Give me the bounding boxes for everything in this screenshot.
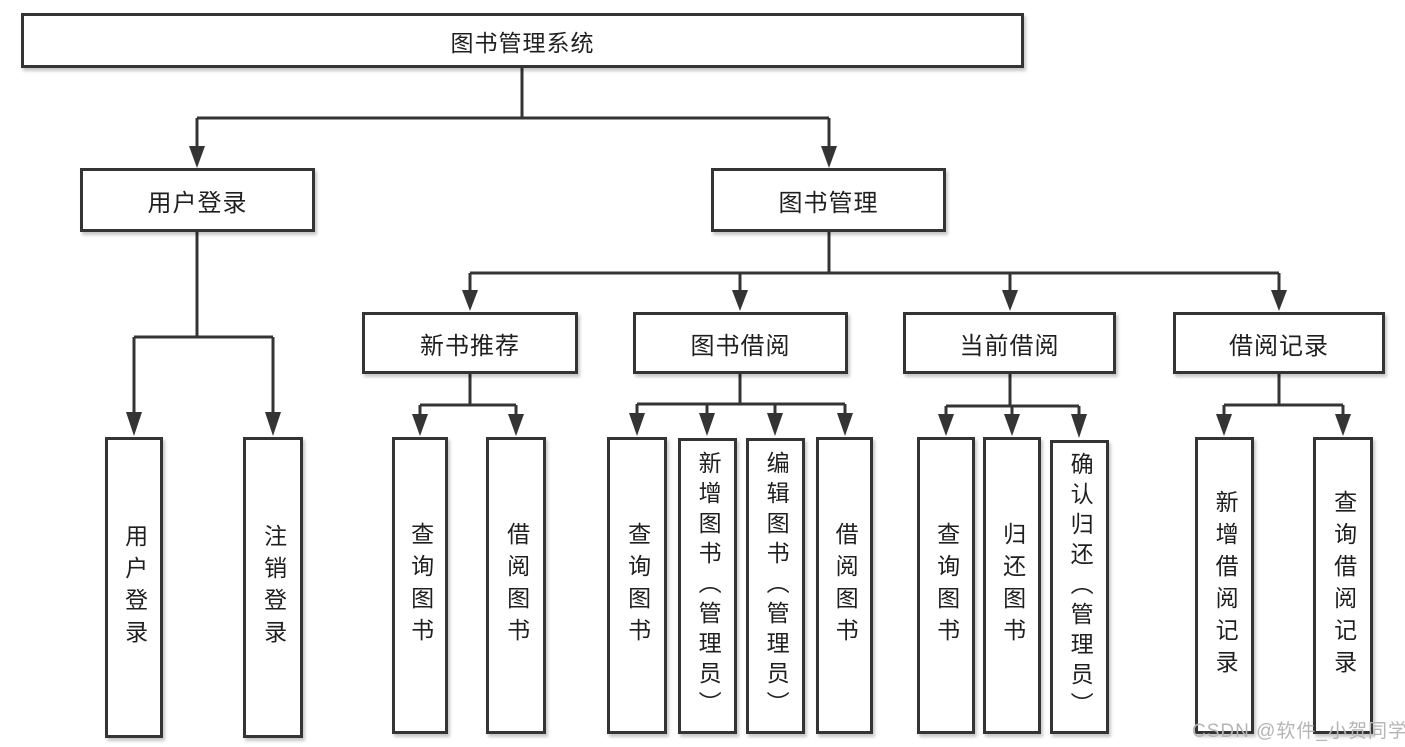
node-borrow-records: 借阅记录 [1173,312,1385,374]
leaf-user-login-label: 用户登录 [121,523,148,652]
leaf-nbr-borrow-books-label: 借阅图书 [503,521,530,650]
node-current-borrowing-label: 当前借阅 [959,332,1060,360]
leaf-cb-confirm-return-admin-label: 确认归还（管理员） [1067,452,1094,722]
node-system-root-label: 图书管理系统 [450,29,595,56]
leaf-cb-query-books: 查询图书 [917,437,975,734]
leaf-nbr-query-books-label: 查询图书 [407,521,434,650]
leaf-cb-confirm-return-admin: 确认归还（管理员） [1050,440,1109,734]
csdn-watermark: CSDN @软件_小贺同学 [1192,721,1405,742]
leaf-bb-borrow-books: 借阅图书 [816,437,873,734]
leaf-bb-query-books: 查询图书 [607,437,667,734]
node-book-borrowing-label: 图书借阅 [690,332,791,360]
node-book-management: 图书管理 [711,168,946,232]
node-borrow-records-label: 借阅记录 [1229,332,1329,360]
connector-user-login-children [126,232,281,436]
leaf-bb-add-book-admin-label: 新增图书（管理员） [695,451,722,721]
leaf-bb-edit-book-admin: 编辑图书（管理员） [746,438,805,734]
leaf-nbr-borrow-books: 借阅图书 [486,437,546,734]
leaf-logout-label: 注销登录 [260,523,287,652]
node-new-book-recommend: 新书推荐 [362,312,578,374]
connector-book-borrowing-children [629,374,853,436]
node-user-login-label: 用户登录 [147,189,248,217]
node-current-borrowing: 当前借阅 [903,312,1116,374]
leaf-br-add-borrow-record-label: 新增借阅记录 [1212,489,1239,682]
leaf-bb-add-book-admin: 新增图书（管理员） [678,438,737,734]
leaf-bb-borrow-books-label: 借阅图书 [832,521,859,650]
leaf-bb-query-books-label: 查询图书 [624,521,651,650]
leaf-br-query-borrow-record: 查询借阅记录 [1313,437,1373,734]
node-user-login: 用户登录 [80,168,315,232]
connector-new-book-children [412,374,524,436]
leaf-cb-return-books: 归还图书 [983,437,1041,734]
leaf-user-login: 用户登录 [105,437,163,738]
leaf-nbr-query-books: 查询图书 [392,437,448,734]
leaf-br-query-borrow-record-label: 查询借阅记录 [1330,489,1357,682]
leaf-cb-return-books-label: 归还图书 [999,521,1026,650]
node-book-management-label: 图书管理 [778,189,879,217]
node-system-root: 图书管理系统 [21,13,1024,68]
leaf-br-add-borrow-record: 新增借阅记录 [1195,437,1254,734]
connector-book-management-children [462,232,1287,311]
leaf-logout: 注销登录 [243,437,303,738]
node-new-book-recommend-label: 新书推荐 [420,332,520,360]
connector-current-borrowing-children [938,374,1087,438]
node-book-borrowing: 图书借阅 [633,312,848,374]
leaf-bb-edit-book-admin-label: 编辑图书（管理员） [763,451,790,721]
connector-root-to-level2 [189,68,837,168]
connector-borrow-records-children [1216,374,1351,436]
leaf-cb-query-books-label: 查询图书 [933,521,960,650]
